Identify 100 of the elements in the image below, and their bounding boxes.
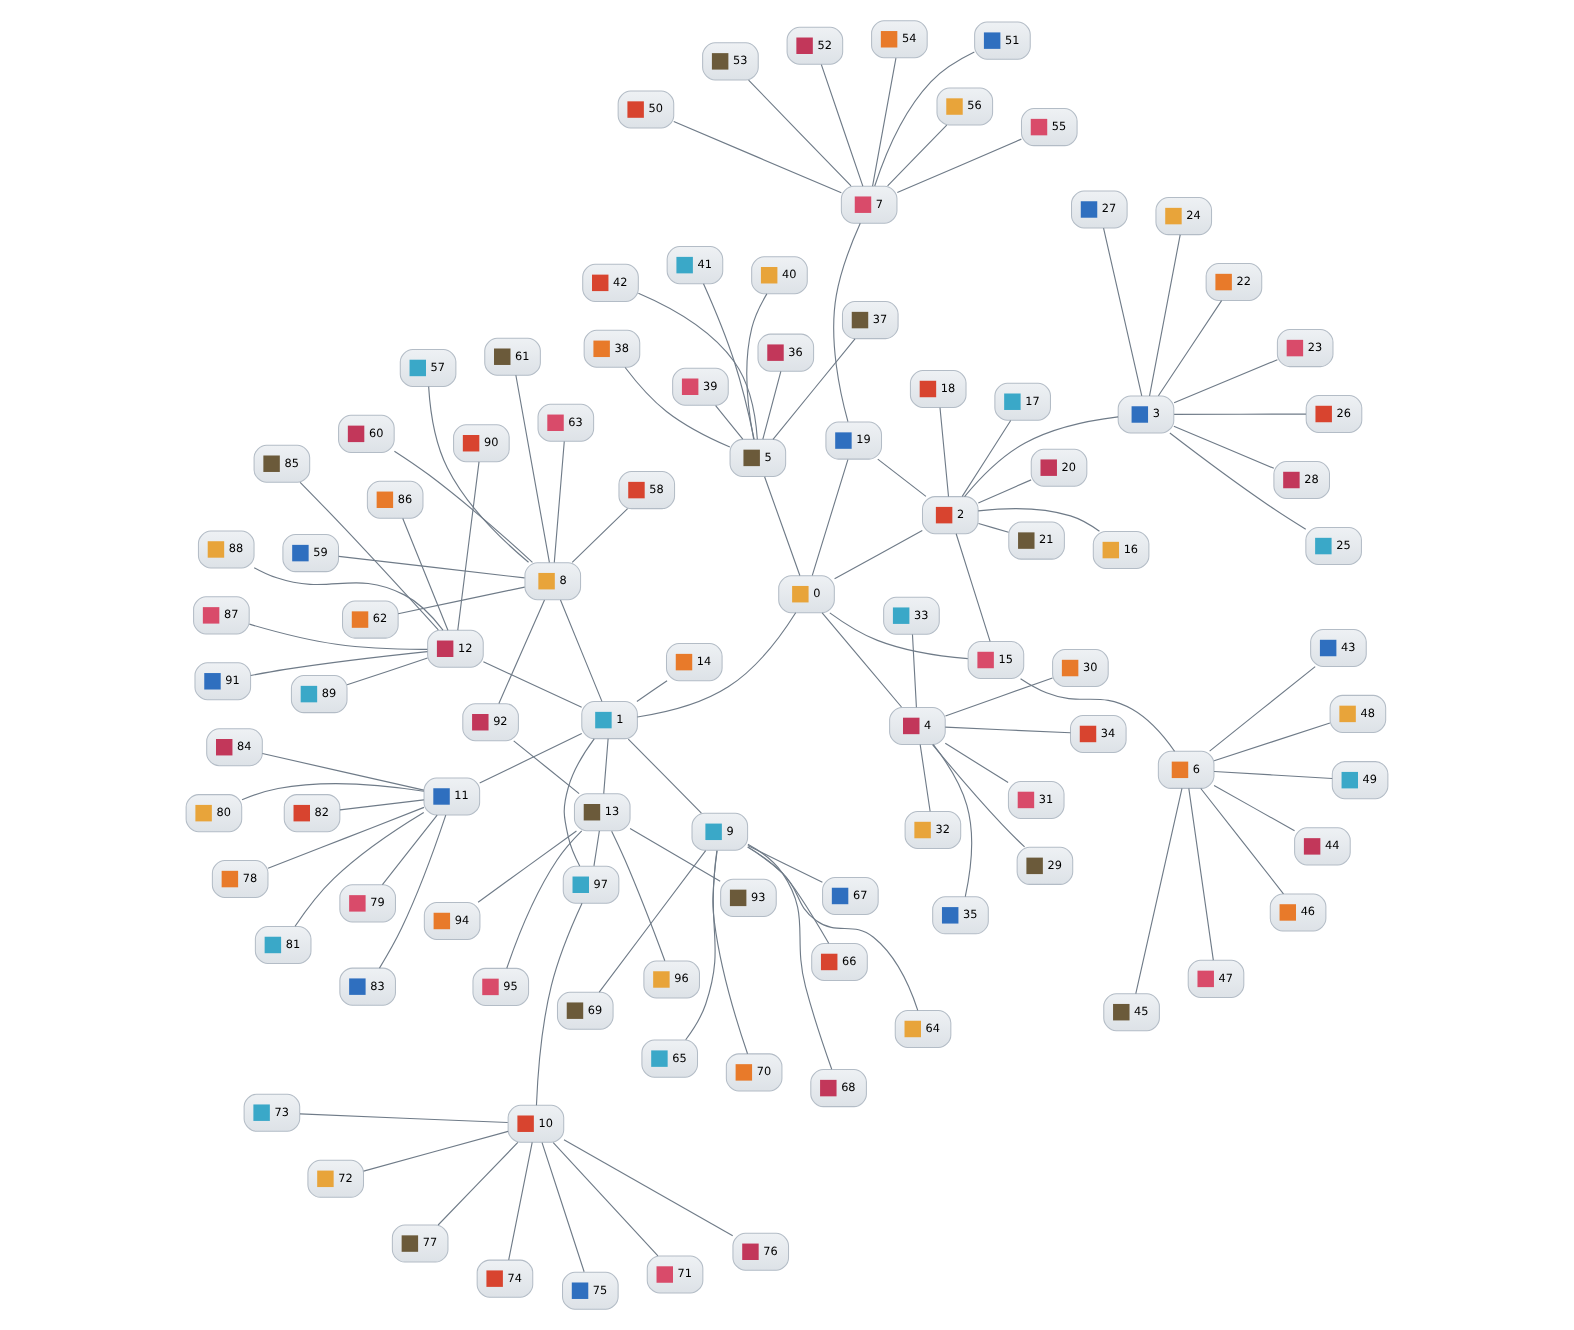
connector	[294, 812, 425, 927]
connector	[685, 850, 718, 1041]
connector	[821, 612, 903, 708]
connector	[747, 846, 830, 944]
connector	[811, 459, 849, 576]
connector	[932, 744, 1026, 848]
connector	[629, 828, 721, 882]
connector	[428, 386, 530, 563]
connector	[1020, 678, 1176, 752]
connector	[977, 479, 1032, 504]
connector	[911, 633, 917, 708]
connector	[877, 458, 927, 497]
connector	[553, 441, 565, 563]
connector	[764, 476, 801, 577]
connector	[611, 830, 666, 962]
connector	[457, 461, 480, 631]
connector	[896, 138, 1022, 194]
connector	[541, 1142, 585, 1273]
connector	[887, 124, 948, 187]
connector	[874, 51, 975, 187]
connector	[636, 612, 797, 718]
connector	[571, 508, 629, 563]
connector	[712, 850, 749, 1055]
connector	[1173, 359, 1278, 404]
connector	[299, 481, 439, 631]
connector	[939, 407, 950, 498]
connector	[762, 370, 782, 440]
connector	[248, 623, 428, 650]
connector	[563, 738, 595, 867]
connector	[1169, 432, 1307, 530]
connector	[944, 742, 1009, 783]
connector	[552, 1141, 659, 1257]
connector	[241, 783, 425, 801]
connector	[673, 120, 842, 194]
connector	[535, 902, 583, 1106]
connector	[1135, 787, 1183, 995]
connector	[1103, 227, 1143, 397]
connector	[1200, 787, 1285, 895]
connector	[506, 830, 583, 969]
connector	[346, 657, 429, 686]
connector	[772, 338, 856, 440]
connector	[378, 814, 447, 969]
connector	[747, 846, 919, 1011]
connector	[1213, 722, 1331, 762]
connector	[299, 1113, 509, 1124]
connector	[833, 222, 861, 423]
connector	[932, 744, 973, 898]
connector	[593, 830, 600, 867]
connector	[1188, 787, 1214, 961]
connector	[477, 830, 577, 903]
connector	[746, 293, 768, 440]
connector	[381, 814, 438, 886]
connector	[977, 522, 1010, 533]
connector	[919, 744, 931, 812]
connector	[1157, 300, 1223, 397]
connector	[437, 1141, 519, 1226]
connector	[627, 738, 702, 814]
connector	[1213, 770, 1333, 780]
connector	[563, 1139, 734, 1237]
connector	[964, 416, 1119, 498]
connector	[715, 405, 744, 440]
connector	[1173, 413, 1307, 415]
connector	[515, 374, 550, 563]
connector	[1173, 425, 1275, 469]
connector	[820, 64, 864, 187]
connector	[1209, 666, 1316, 752]
connector	[338, 555, 526, 579]
connector	[748, 79, 852, 187]
connector	[636, 680, 668, 702]
connector	[977, 508, 1100, 532]
connector	[498, 599, 546, 704]
connector	[702, 283, 755, 440]
connector	[559, 599, 603, 702]
connector	[834, 529, 923, 580]
connector	[250, 651, 428, 677]
connector	[479, 733, 583, 784]
connector	[624, 366, 731, 448]
connector	[261, 752, 425, 791]
connector	[253, 567, 444, 631]
connector	[829, 612, 969, 660]
connector	[1213, 784, 1296, 832]
connector	[339, 799, 425, 811]
connector	[397, 586, 526, 615]
connector	[402, 518, 449, 631]
connector	[961, 419, 1012, 497]
connector	[393, 450, 533, 563]
connector	[944, 726, 1071, 734]
connector	[508, 1141, 533, 1261]
connector	[598, 850, 707, 993]
connector	[637, 292, 758, 440]
connector	[363, 1130, 509, 1172]
connector	[955, 533, 991, 642]
connector	[482, 661, 583, 708]
connector	[1148, 234, 1181, 397]
connector	[747, 843, 833, 1070]
connector	[513, 740, 580, 795]
connector	[872, 57, 897, 187]
connector	[747, 845, 823, 883]
connector	[603, 738, 609, 795]
connector	[944, 677, 1054, 717]
